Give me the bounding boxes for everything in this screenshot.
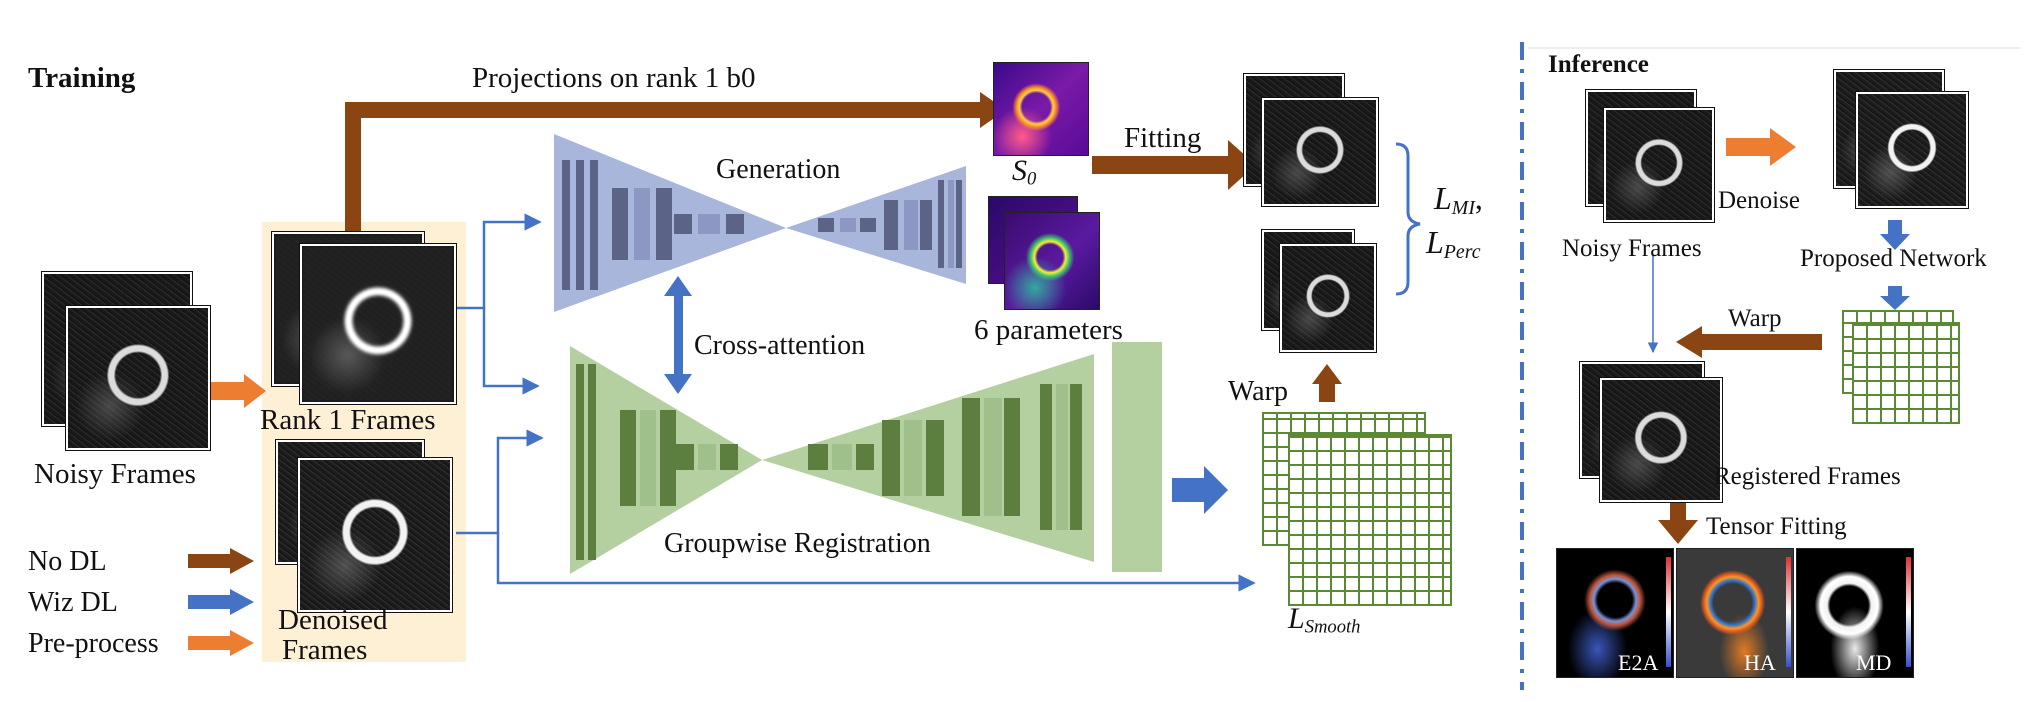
proposed-network-label: Proposed Network: [1800, 245, 1987, 272]
denoised-frames-label-1: Denoised: [278, 604, 388, 636]
loss-mi-label: LMI,: [1434, 180, 1483, 219]
inference-grid-front: [1852, 322, 1960, 424]
md-map: [1796, 548, 1914, 678]
fitted-frame-front: [1262, 98, 1378, 206]
warp-up-arrow: [1312, 364, 1342, 402]
s0-label: S0: [1012, 154, 1037, 190]
fitting-label: Fitting: [1124, 122, 1202, 154]
projection-label: Projections on rank 1 b0: [472, 62, 756, 94]
training-title: Training: [28, 62, 136, 94]
registered-frame-front: [1600, 378, 1722, 502]
param-map-front: [1004, 212, 1100, 310]
loss-smooth-label: LSmooth: [1288, 602, 1361, 638]
ha-label: HA: [1744, 650, 1776, 675]
legend-wiz-dl: Wiz DL: [28, 587, 118, 618]
blue-connectors: [456, 213, 1256, 592]
noisy-frame-front: [66, 306, 210, 450]
legend-arrows: [188, 548, 254, 656]
ha-map: [1676, 548, 1794, 678]
to-grid-arrow: [1172, 466, 1228, 514]
generation-label: Generation: [716, 154, 841, 185]
md-label: MD: [1856, 650, 1892, 675]
md-colorbar: [1906, 557, 1911, 667]
legend-pre-process: Pre-process: [28, 628, 159, 659]
warped-frame-front: [1280, 244, 1376, 352]
tensor-fitting-label: Tensor Fitting: [1706, 513, 1847, 540]
denoised-frames-label-2: Frames: [282, 634, 368, 666]
inference-warp-label: Warp: [1728, 305, 1782, 332]
legend-no-dl: No DL: [28, 546, 107, 577]
rank1-frame-front: [300, 244, 456, 404]
cross-attention-arrow: [664, 276, 692, 394]
training-warp-label: Warp: [1228, 376, 1288, 407]
registration-network: [570, 342, 1162, 574]
registered-frames-label: Registered Frames: [1714, 463, 1901, 490]
deformation-grid-front: [1288, 434, 1452, 606]
inference-noisy-front: [1604, 108, 1714, 222]
e2a-label: E2A: [1618, 650, 1659, 675]
denoised-frame-front: [298, 458, 452, 612]
loss-brace: [1395, 142, 1421, 296]
cross-attention-label: Cross-attention: [694, 330, 866, 361]
e2a-colorbar: [1666, 557, 1671, 667]
inference-title: Inference: [1548, 51, 1649, 78]
inference-noisy-label: Noisy Frames: [1562, 235, 1702, 262]
noisy-frames-label: Noisy Frames: [34, 458, 196, 490]
rank1-frames-label: Rank 1 Frames: [260, 404, 436, 436]
inference-arrows: [1647, 128, 1910, 544]
ha-colorbar: [1786, 557, 1791, 667]
preprocess-arrow: [210, 374, 266, 408]
denoise-label: Denoise: [1718, 187, 1800, 214]
inference-denoised-front: [1856, 92, 1968, 208]
s0-map: [993, 62, 1089, 156]
fitting-arrow: [1092, 140, 1256, 190]
params-label: 6 parameters: [974, 314, 1123, 346]
groupwise-label: Groupwise Registration: [664, 528, 931, 559]
generation-network: [554, 134, 966, 312]
e2a-map: [1556, 548, 1674, 678]
loss-perc-label: LPerc: [1426, 224, 1481, 263]
